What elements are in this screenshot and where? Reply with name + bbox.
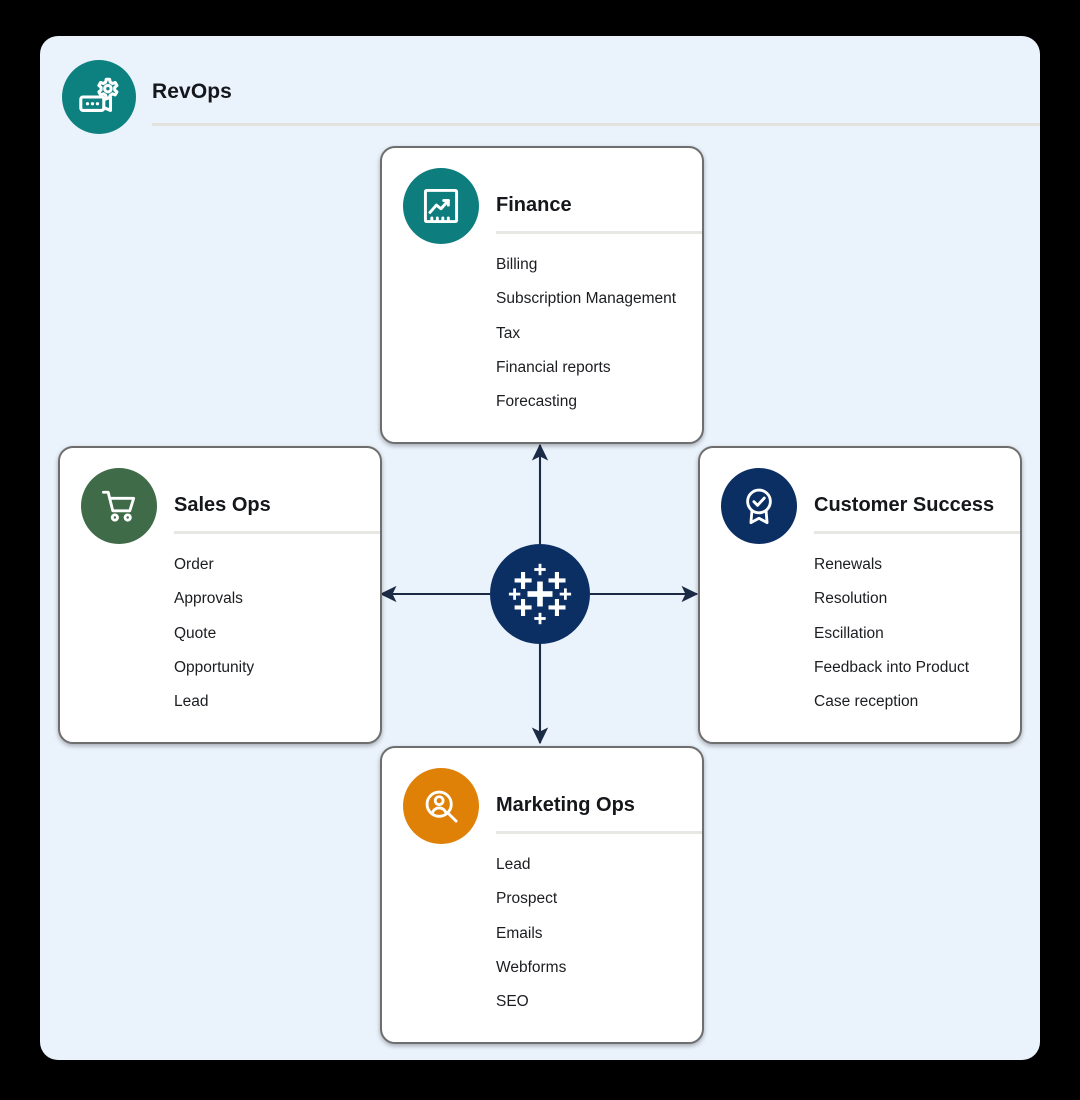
- list-item[interactable]: Feedback into Product: [814, 658, 970, 676]
- list-item[interactable]: Financial reports: [496, 358, 611, 376]
- list-item[interactable]: Prospect: [496, 890, 558, 908]
- card-customer-success[interactable]: Customer Success Renewals Resolution Esc…: [698, 446, 1022, 744]
- card-marketing-ops-list: Lead Prospect Emails Webforms SEO: [496, 848, 696, 1019]
- card-marketing-ops-divider: [496, 831, 702, 834]
- card-marketing-ops-header: Marketing Ops: [382, 748, 702, 844]
- page-title: RevOps: [152, 80, 232, 103]
- award-ribbon-check-icon: [721, 468, 797, 544]
- list-item[interactable]: Tax: [496, 324, 521, 342]
- header-divider: [152, 123, 1040, 126]
- list-item[interactable]: Order: [174, 556, 214, 573]
- shopping-cart-icon: [81, 468, 157, 544]
- card-sales-ops-header: Sales Ops: [60, 448, 380, 544]
- card-sales-ops-divider: [174, 531, 380, 534]
- list-item[interactable]: Subscription Management: [496, 290, 677, 308]
- list-item[interactable]: Webforms: [496, 958, 567, 976]
- card-customer-success-header: Customer Success: [700, 448, 1020, 544]
- card-finance[interactable]: Finance Billing Subscription Management …: [380, 146, 704, 444]
- list-item[interactable]: Escillation: [814, 624, 884, 642]
- list-item[interactable]: SEO: [496, 993, 529, 1011]
- card-customer-success-list: Renewals Resolution Escillation Feedback…: [814, 548, 1014, 719]
- card-marketing-ops[interactable]: Marketing Ops Lead Prospect Emails Webfo…: [380, 746, 704, 1044]
- list-item[interactable]: Quote: [174, 624, 217, 642]
- card-finance-title: Finance: [496, 194, 572, 216]
- card-finance-divider: [496, 231, 702, 234]
- list-item[interactable]: Forecasting: [496, 393, 577, 411]
- list-item[interactable]: Emails: [496, 924, 543, 942]
- card-customer-success-divider: [814, 531, 1020, 534]
- card-sales-ops[interactable]: Sales Ops Order Approvals Quote Opportun…: [58, 446, 382, 744]
- person-search-icon: [403, 768, 479, 844]
- chart-trend-up-icon: [403, 168, 479, 244]
- card-marketing-ops-title: Marketing Ops: [496, 794, 635, 816]
- card-customer-success-title: Customer Success: [814, 494, 995, 516]
- list-item[interactable]: Lead: [496, 856, 531, 873]
- list-item[interactable]: Renewals: [814, 556, 883, 573]
- list-item[interactable]: Opportunity: [174, 658, 255, 676]
- revops-diagram-panel: RevOps: [40, 36, 1040, 1060]
- card-sales-ops-title: Sales Ops: [174, 494, 271, 516]
- tableau-hub-icon[interactable]: [490, 544, 590, 644]
- list-item[interactable]: Billing: [496, 256, 538, 273]
- list-item[interactable]: Lead: [174, 693, 209, 711]
- card-sales-ops-list: Order Approvals Quote Opportunity Lead: [174, 548, 374, 719]
- card-finance-list: Billing Subscription Management Tax Fina…: [496, 248, 696, 419]
- gear-settings-icon: [62, 60, 136, 134]
- card-finance-header: Finance: [382, 148, 702, 244]
- list-item[interactable]: Approvals: [174, 590, 243, 608]
- list-item[interactable]: Resolution: [814, 590, 888, 608]
- list-item[interactable]: Case reception: [814, 693, 919, 711]
